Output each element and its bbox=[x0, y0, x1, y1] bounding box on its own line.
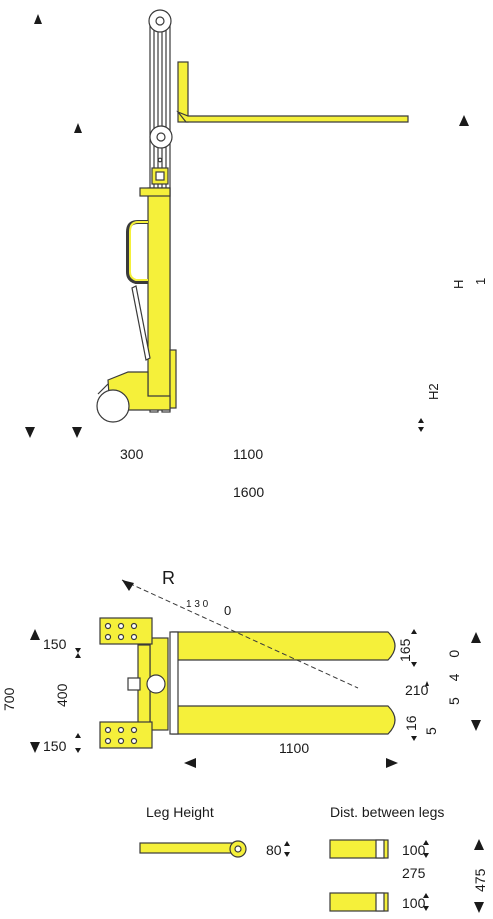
dist-fork-bottom bbox=[329, 892, 389, 912]
arrow-h2-up bbox=[418, 418, 424, 423]
leg-height-fork bbox=[139, 842, 233, 854]
label-fork-165: 165 bbox=[397, 638, 413, 662]
legend-dist-top: 100 bbox=[402, 842, 426, 858]
arrow-540-up bbox=[471, 632, 481, 643]
arrow-1100-right bbox=[386, 758, 398, 768]
label-side-1100: 1100 bbox=[233, 446, 264, 462]
label-1600: 1600 bbox=[233, 484, 265, 500]
arrow-150-bottom bbox=[30, 742, 40, 753]
arrow-540-down bbox=[471, 720, 481, 731]
arrow-1100-left bbox=[184, 758, 196, 768]
side-fork bbox=[176, 110, 409, 123]
arrow-radius-tip bbox=[122, 580, 134, 591]
arrow-475-down bbox=[474, 902, 484, 913]
label-fork-210: 210 bbox=[405, 682, 429, 698]
top-fork-lower bbox=[171, 705, 396, 735]
legend-leg-height-value: 80 bbox=[266, 842, 282, 858]
legend-dist-total: 475 bbox=[472, 868, 488, 892]
radius-line bbox=[121, 579, 359, 689]
label-400: 400 bbox=[54, 683, 70, 707]
legend-dist-bottom: 100 bbox=[402, 895, 426, 911]
top-leg-plate-lower bbox=[99, 721, 153, 749]
arrow-down-left-b bbox=[72, 427, 82, 438]
label-fork-16: 16 bbox=[403, 715, 419, 731]
label-h1: H bbox=[451, 279, 466, 289]
fork-carriage bbox=[177, 61, 189, 123]
arrow-475-up bbox=[474, 839, 484, 850]
top-pulley bbox=[148, 9, 172, 33]
label-radius-value-tail: 0 bbox=[224, 603, 232, 618]
label-700: 700 bbox=[1, 687, 17, 711]
side-view bbox=[96, 9, 409, 423]
legend-dist-title: Dist. between legs bbox=[330, 804, 445, 820]
dist-fork-top bbox=[329, 839, 389, 859]
label-150-bottom: 150 bbox=[43, 738, 67, 754]
legend-leg-height bbox=[139, 840, 247, 858]
label-fork-1100: 1100 bbox=[279, 740, 310, 756]
label-150-top: 150 bbox=[43, 636, 67, 652]
legend-dist-arrows bbox=[423, 839, 484, 913]
top-view-arrows bbox=[30, 580, 481, 768]
hydraulic-lever bbox=[131, 285, 151, 361]
arrow-up-right bbox=[459, 115, 469, 126]
middle-pulley bbox=[149, 125, 173, 149]
label-h1-sub: 1 bbox=[473, 277, 488, 285]
label-300: 300 bbox=[120, 446, 144, 462]
side-view-arrows bbox=[25, 14, 469, 438]
label-fork-540: 5 4 0 bbox=[446, 643, 462, 705]
label-radius-value: 1 3 0 bbox=[186, 599, 209, 610]
legend-dist-gap: 275 bbox=[402, 865, 426, 881]
arrow-150-top bbox=[30, 629, 40, 640]
top-leg-plate-upper bbox=[99, 617, 153, 645]
legend-dist-legs bbox=[329, 839, 389, 912]
lower-mast bbox=[147, 187, 171, 399]
top-pump bbox=[146, 674, 166, 694]
label-fork-5: 5 bbox=[423, 727, 439, 735]
label-radius: R bbox=[162, 568, 175, 588]
legend-leg-height-title: Leg Height bbox=[146, 804, 214, 820]
arrow-down-left-a bbox=[25, 427, 35, 438]
arrow-up-left-mid bbox=[74, 123, 82, 133]
arrow-up-left-top bbox=[34, 14, 42, 24]
top-fork-upper bbox=[171, 631, 396, 661]
top-view bbox=[99, 579, 396, 749]
arrow-h2-down bbox=[418, 427, 424, 432]
label-h2: H2 bbox=[426, 383, 441, 400]
side-wheel bbox=[96, 389, 130, 423]
legend-leg-height-arrows bbox=[284, 841, 290, 857]
